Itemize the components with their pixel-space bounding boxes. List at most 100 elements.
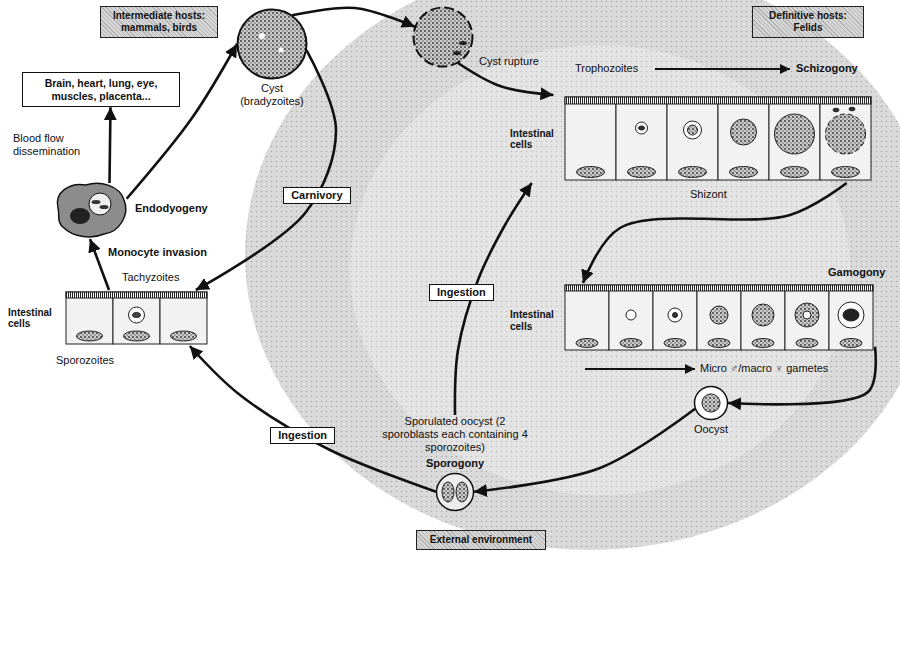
intestinal-cells-gamogony <box>803 311 811 319</box>
intestinal-cells-schizogony <box>826 114 866 154</box>
intestinal-cells-gamogony <box>785 285 829 350</box>
intestinal-cells-gamogony <box>796 339 818 348</box>
intestinal-cells-left <box>129 307 145 323</box>
intestinal-cells-schizogony <box>565 97 871 180</box>
intestinal-cells-schizogony <box>820 97 871 180</box>
intestinal-cells-gamogony <box>668 308 682 322</box>
leader-arrow <box>585 368 695 370</box>
intestinal-cells-left <box>124 331 150 341</box>
intestinal-cells-left <box>113 292 160 344</box>
label-holder: Micro ♂/macro ♀ gametes <box>700 362 828 375</box>
intestinal-cells-gamogony <box>565 285 873 291</box>
life-cycle-arrow <box>108 107 112 183</box>
cell-shape <box>50 178 130 240</box>
stage-label: Trophozoites <box>575 62 638 75</box>
node-text: Brain, heart, lung, eye, muscles, placen… <box>29 77 173 102</box>
stage-label: Tachyzoites <box>122 271 179 284</box>
intestinal-cells-gamogony <box>838 302 864 328</box>
intestinal-cells-left <box>160 292 207 344</box>
intestinal-cells-gamogony <box>626 310 636 320</box>
life-cycle-arrow <box>127 44 237 199</box>
life-cycle-arrow <box>728 347 876 405</box>
intestinal-band: Intestinal cells <box>8 290 210 346</box>
intestinal-cells-schizogony <box>565 97 616 180</box>
intestinal-cells-gamogony <box>708 339 730 348</box>
cyst-shape <box>236 8 308 80</box>
stage-label: Monocyte invasion <box>108 246 207 259</box>
intestinal-cells-gamogony <box>664 339 686 348</box>
monocyte-node: Endodyogeny <box>50 178 208 240</box>
node-text: Cyst (bradyzoites) <box>232 82 312 108</box>
intestinal-cells-gamogony <box>609 285 653 350</box>
stage-label: Micro ♂/macro ♀ gametes <box>700 362 828 375</box>
intestinal-cells-schizogony <box>577 167 605 178</box>
label-holder: Gamogony <box>828 266 885 279</box>
intestinal-cells-schizogony <box>775 114 815 154</box>
intestinal-cells-left <box>133 313 141 318</box>
intestinal-cells-schizogony <box>730 167 758 178</box>
cyst-node: Cyst (bradyzoites) <box>232 8 312 108</box>
edge-label-holder: Blood flow dissemination <box>11 131 99 159</box>
node-text: Cyst rupture <box>479 55 539 68</box>
intestinal-cells-schizogony <box>769 97 820 180</box>
node-text: Intestinal cells <box>510 128 564 151</box>
intestinal-band: Intestinal cells <box>510 283 875 358</box>
host-box: Definitive hosts: Felids <box>752 6 864 38</box>
intestinal-cells-gamogony <box>752 304 774 326</box>
intestinal-cells-schizogony <box>849 107 855 111</box>
label-holder: Trophozoites <box>575 62 638 75</box>
node-text: Definitive hosts: Felids <box>757 10 859 34</box>
node-text: Intestinal cells <box>510 309 564 332</box>
sporo-shape <box>435 472 475 512</box>
intestinal-cells-gamogony <box>843 309 859 321</box>
environment-box: External environment <box>416 530 546 550</box>
edge-label-holder: Carnivory <box>283 187 350 204</box>
transmission-box: Ingestion <box>429 284 494 301</box>
transmission-box: Carnivory <box>283 187 350 204</box>
definitive-host-region <box>245 0 900 550</box>
intestinal-cells-schizogony <box>731 119 757 145</box>
life-cycle-arrow <box>196 50 336 290</box>
intestinal-cells-left <box>77 331 103 341</box>
intestinal-cells-gamogony <box>752 339 774 348</box>
intestinal-cells-schizogony <box>684 121 702 139</box>
edge-label: Blood flow dissemination <box>11 131 99 159</box>
intestinal-cells-gamogony <box>620 339 642 348</box>
cyst-rupture-node: Cyst rupture <box>412 6 539 68</box>
oocyst-node: Oocyst <box>680 385 742 436</box>
intestinal-cells-schizogony <box>688 125 698 135</box>
rupture-shape <box>412 6 474 68</box>
oocyst-shape <box>693 385 729 421</box>
label-holder: Shizont <box>690 188 727 201</box>
intestinal-band: Intestinal cells <box>510 95 872 183</box>
life-cycle-arrow <box>90 239 109 290</box>
stage-label: Sporozoites <box>56 354 114 367</box>
intestinal-cells-gamogony <box>576 339 598 348</box>
node-text: Intermediate hosts: mammals, birds <box>105 10 213 34</box>
life-cycle-arrow <box>474 409 695 492</box>
life-cycle-arrow <box>292 8 415 27</box>
intestinal-cells-schizogony <box>781 167 809 178</box>
intestinal-cells-left <box>171 331 197 341</box>
definitive-host-region <box>350 45 850 495</box>
sporogony-node: Sporulated oocyst (2 sporoblasts each co… <box>380 415 530 512</box>
intestinal-cells-gamogony <box>653 285 697 350</box>
life-cycle-arrow <box>458 63 553 95</box>
intestinal-cells-gamogony <box>710 306 728 324</box>
life-cycle-arrow <box>583 183 847 283</box>
leader-arrow <box>655 68 790 70</box>
intestinal-cells-left <box>66 292 207 298</box>
organ-box: Brain, heart, lung, eye, muscles, placen… <box>22 72 180 107</box>
intestinal-cells-schizogony <box>718 97 769 180</box>
node-text: Sporogony <box>426 457 484 470</box>
intestinal-cells-schizogony <box>832 167 860 178</box>
label-holder: Monocyte invasion <box>108 246 207 259</box>
stage-label: Shizont <box>690 188 727 201</box>
definitive-host-region <box>245 0 900 550</box>
label-holder: Tachyzoites <box>122 271 179 284</box>
intestinal-cells-gamogony <box>795 303 819 327</box>
intestinal-cells-schizogony <box>833 108 839 112</box>
intestinal-cells-schizogony <box>667 97 718 180</box>
intestinal-cells-schizogony <box>616 97 667 180</box>
